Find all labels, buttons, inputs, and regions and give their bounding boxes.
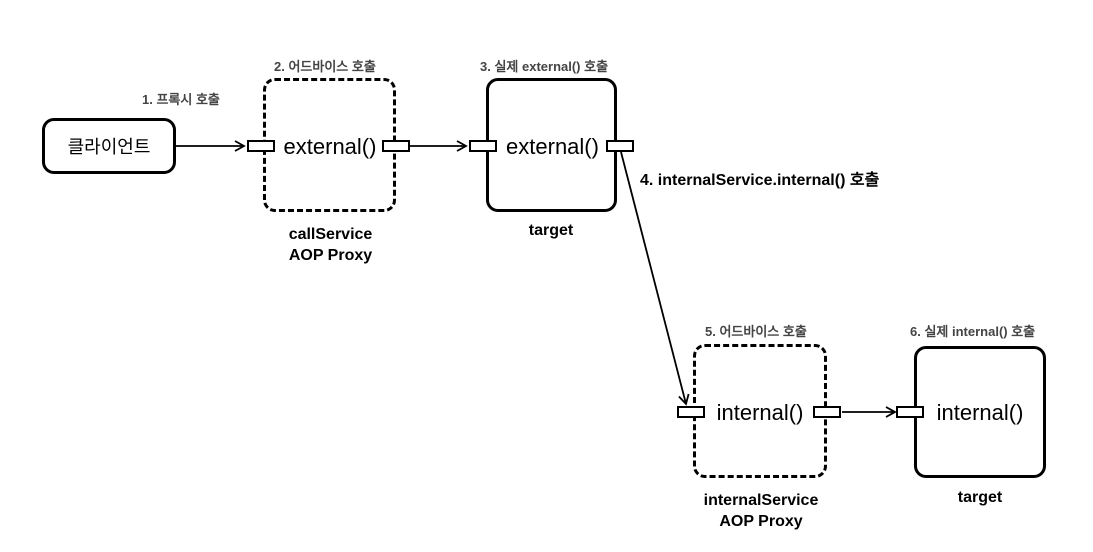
step-real-internal: 6. 실제 internal() 호출	[910, 324, 1036, 339]
internal-target-method: internal()	[936, 400, 1024, 425]
internal-target-caption: target	[957, 489, 1003, 506]
call-proxy-out-port	[382, 140, 410, 152]
internal-proxy-kind: AOP Proxy	[719, 513, 803, 530]
call-proxy-in-port	[247, 140, 275, 152]
step-advice-call-1: 2. 어드바이스 호출	[274, 59, 376, 74]
call-proxy-name: callService	[288, 226, 373, 243]
call-target-caption: target	[528, 222, 574, 239]
call-target-out-port	[606, 140, 634, 152]
call-proxy-method: external()	[283, 134, 377, 159]
internal-proxy-out-port	[813, 406, 841, 418]
step-internal-call: 4. internalService.internal() 호출	[640, 172, 880, 189]
call-target-box	[486, 78, 617, 212]
call-proxy-caption: callService AOP Proxy	[258, 224, 403, 266]
call-proxy-kind: AOP Proxy	[288, 247, 373, 264]
internal-proxy-caption: internalService AOP Proxy	[686, 490, 836, 532]
arrow-target-to-internal-proxy	[620, 151, 690, 406]
internal-proxy-in-port	[677, 406, 705, 418]
step-proxy-call: 1. 프록시 호출	[142, 92, 220, 107]
client-label: 클라이언트	[67, 137, 151, 157]
internal-target-in-port	[896, 406, 924, 418]
internal-proxy-name: internalService	[703, 492, 819, 509]
client-box: 클라이언트	[42, 118, 176, 174]
internal-proxy-method: internal()	[716, 400, 804, 425]
call-target-method: external()	[506, 134, 599, 159]
step-real-external: 3. 실제 external() 호출	[480, 59, 609, 74]
step-advice-call-2: 5. 어드바이스 호출	[705, 324, 807, 339]
internal-target-box	[914, 346, 1046, 478]
call-target-in-port	[469, 140, 497, 152]
